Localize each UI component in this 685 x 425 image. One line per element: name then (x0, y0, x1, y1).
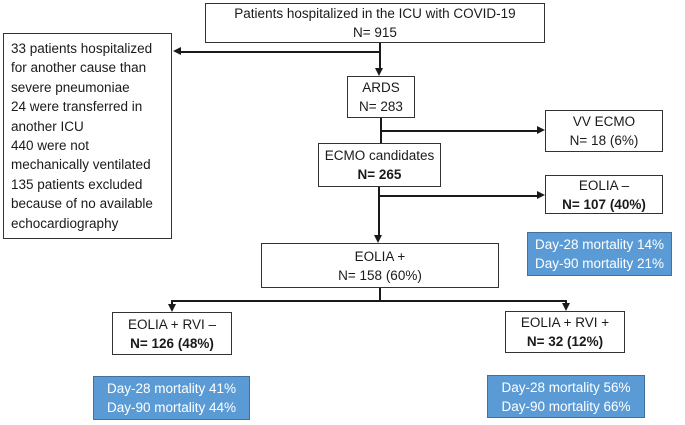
connector-to-exclusions (179, 51, 381, 53)
arrowhead-down-icon (375, 68, 383, 76)
day90-mortality: Day-90 mortality 66% (501, 398, 631, 414)
exclusion-line: 33 patients hospitalized (11, 41, 153, 56)
exclusion-line: another ICU (11, 118, 84, 134)
connector-to-vv-ecmo (381, 130, 538, 132)
box-ards-line1: ARDS (362, 80, 400, 95)
box-rvi-negative-mortality: Day-28 mortality 41% Day-90 mortality 44… (93, 376, 250, 420)
day28-mortality: Day-28 mortality 41% (106, 381, 237, 396)
box-eolia-positive-line1: EOLIA + (354, 248, 406, 264)
box-eolia-negative: EOLIA – N= 107 (40%) (545, 175, 663, 214)
box-eolia-rvi-positive-n: N= 32 (12%) (526, 334, 604, 349)
exclusion-line: for another cause than (11, 60, 147, 76)
connector-to-rvi-negative (171, 302, 173, 305)
box-eolia-rvi-positive-line1: EOLIA + RVI + (520, 315, 610, 330)
exclusion-line: because of no available (11, 196, 153, 212)
box-eolia-positive: EOLIA + N= 158 (60%) (261, 243, 499, 288)
box-icu-covid-line1: Patients hospitalized in the ICU with CO… (234, 6, 516, 21)
box-rvi-positive-mortality: Day-28 mortality 56% Day-90 mortality 66… (487, 375, 645, 418)
day28-mortality: Day-28 mortality 14% (534, 237, 665, 252)
box-eolia-positive-n: N= 158 (60%) (338, 267, 422, 283)
box-eolia-rvi-positive: EOLIA + RVI + N= 32 (12%) (505, 311, 625, 353)
arrowhead-right-icon (537, 126, 545, 134)
day90-mortality: Day-90 mortality 44% (106, 400, 237, 415)
exclusion-line: severe pneumoniae (11, 79, 130, 95)
box-eolia-negative-mortality: Day-28 mortality 14% Day-90 mortality 21… (527, 232, 672, 276)
box-ecmo-candidates: ECMO candidates N= 265 (318, 143, 441, 187)
arrowhead-down-icon (374, 235, 382, 243)
day28-mortality: Day-28 mortality 56% (501, 379, 631, 395)
arrowhead-down-icon (168, 304, 176, 312)
box-eolia-rvi-negative-line1: EOLIA + RVI – (128, 316, 216, 332)
exclusion-line: 440 were not (11, 138, 90, 154)
box-ards-n: N= 283 (359, 99, 403, 114)
connector-ecmo-to-eolia-pos (378, 187, 380, 236)
box-ards: ARDS N= 283 (347, 76, 415, 118)
connector-eolia-pos-stem (379, 288, 381, 302)
box-exclusions: 33 patients hospitalized for another cau… (3, 33, 172, 239)
arrowhead-right-icon (537, 191, 545, 199)
box-eolia-rvi-negative-n: N= 126 (48%) (130, 335, 214, 351)
exclusion-line: 135 patients excluded (11, 176, 143, 192)
box-vv-ecmo-n: N= 18 (6%) (569, 133, 639, 148)
exclusion-line: mechanically ventilated (11, 157, 151, 173)
box-ecmo-candidates-n: N= 265 (357, 167, 402, 182)
box-eolia-rvi-negative: EOLIA + RVI – N= 126 (48%) (112, 312, 232, 355)
connector-top-to-ards (379, 43, 381, 69)
box-ecmo-candidates-line1: ECMO candidates (324, 148, 435, 163)
connector-branch-horizontal (171, 300, 567, 302)
box-vv-ecmo: VV ECMO N= 18 (6%) (545, 110, 663, 152)
box-icu-covid-n: N= 915 (353, 25, 397, 40)
arrowhead-left-icon (173, 47, 181, 55)
box-icu-covid-patients: Patients hospitalized in the ICU with CO… (205, 3, 545, 43)
box-eolia-negative-line1: EOLIA – (578, 177, 630, 193)
box-vv-ecmo-line1: VV ECMO (572, 114, 636, 129)
box-eolia-negative-n: N= 107 (40%) (562, 196, 646, 212)
day90-mortality: Day-90 mortality 21% (534, 256, 665, 271)
exclusion-line: echocardiography (11, 215, 119, 231)
connector-to-eolia-neg (379, 195, 538, 197)
arrowhead-down-icon (562, 303, 570, 311)
exclusion-line: 24 were transferred in (11, 99, 143, 115)
